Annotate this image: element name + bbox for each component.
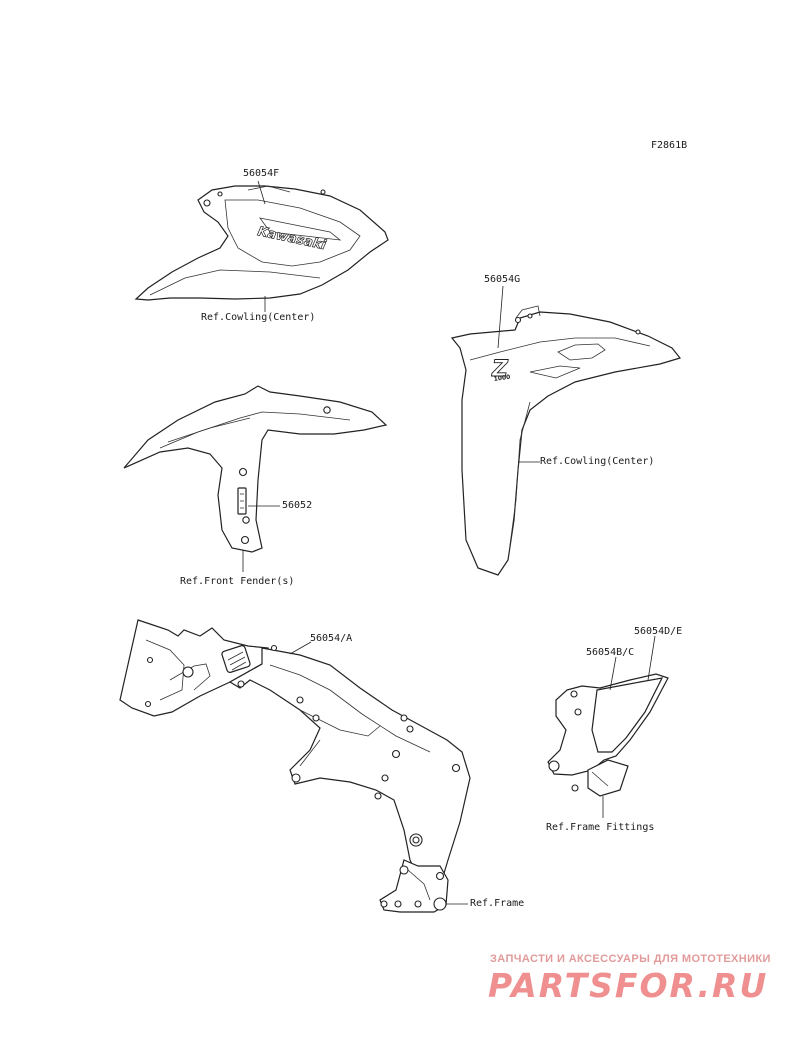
- cowling-right-logo: Z: [491, 357, 509, 382]
- ref-frame[interactable]: Ref.Frame: [470, 898, 525, 909]
- cowling-right-logo-sub: 1000: [493, 374, 511, 383]
- part-number-56054a[interactable]: 56054/A: [310, 633, 353, 644]
- frame-fitting: [547, 673, 669, 797]
- cowling-left-shroud: Kawasaki: [134, 185, 389, 301]
- fender-leaders: [242, 505, 280, 572]
- frame-leaders: [289, 641, 468, 905]
- watermark-logo: PARTSFOR.RU: [488, 966, 769, 1005]
- part-number-56052[interactable]: 56052: [282, 500, 313, 511]
- part-number-56054bc[interactable]: 56054B/C: [586, 647, 635, 658]
- cowling-left-leaders: [257, 180, 266, 312]
- part-number-56054g[interactable]: 56054G: [484, 274, 521, 285]
- cowling-right-leaders: [497, 285, 540, 463]
- figure-code: F2861B: [651, 140, 688, 151]
- cowling-right-shroud: Z 1000: [450, 305, 682, 576]
- main-frame: [119, 619, 471, 913]
- fitting-leaders: [602, 635, 656, 818]
- watermark-tagline: ЗАПЧАСТИ И АКСЕССУАРЫ ДЛЯ МОТОТЕХНИКИ: [490, 953, 771, 965]
- ref-cowling-center-left[interactable]: Ref.Cowling(Center): [201, 312, 316, 323]
- ref-cowling-center-right[interactable]: Ref.Cowling(Center): [540, 456, 655, 467]
- part-number-56054f[interactable]: 56054F: [243, 168, 280, 179]
- ref-frame-fittings[interactable]: Ref.Frame Fittings: [546, 822, 655, 833]
- front-fender: [123, 385, 388, 553]
- ref-front-fender[interactable]: Ref.Front Fender(s): [180, 576, 295, 587]
- part-number-56054de[interactable]: 56054D/E: [634, 626, 683, 637]
